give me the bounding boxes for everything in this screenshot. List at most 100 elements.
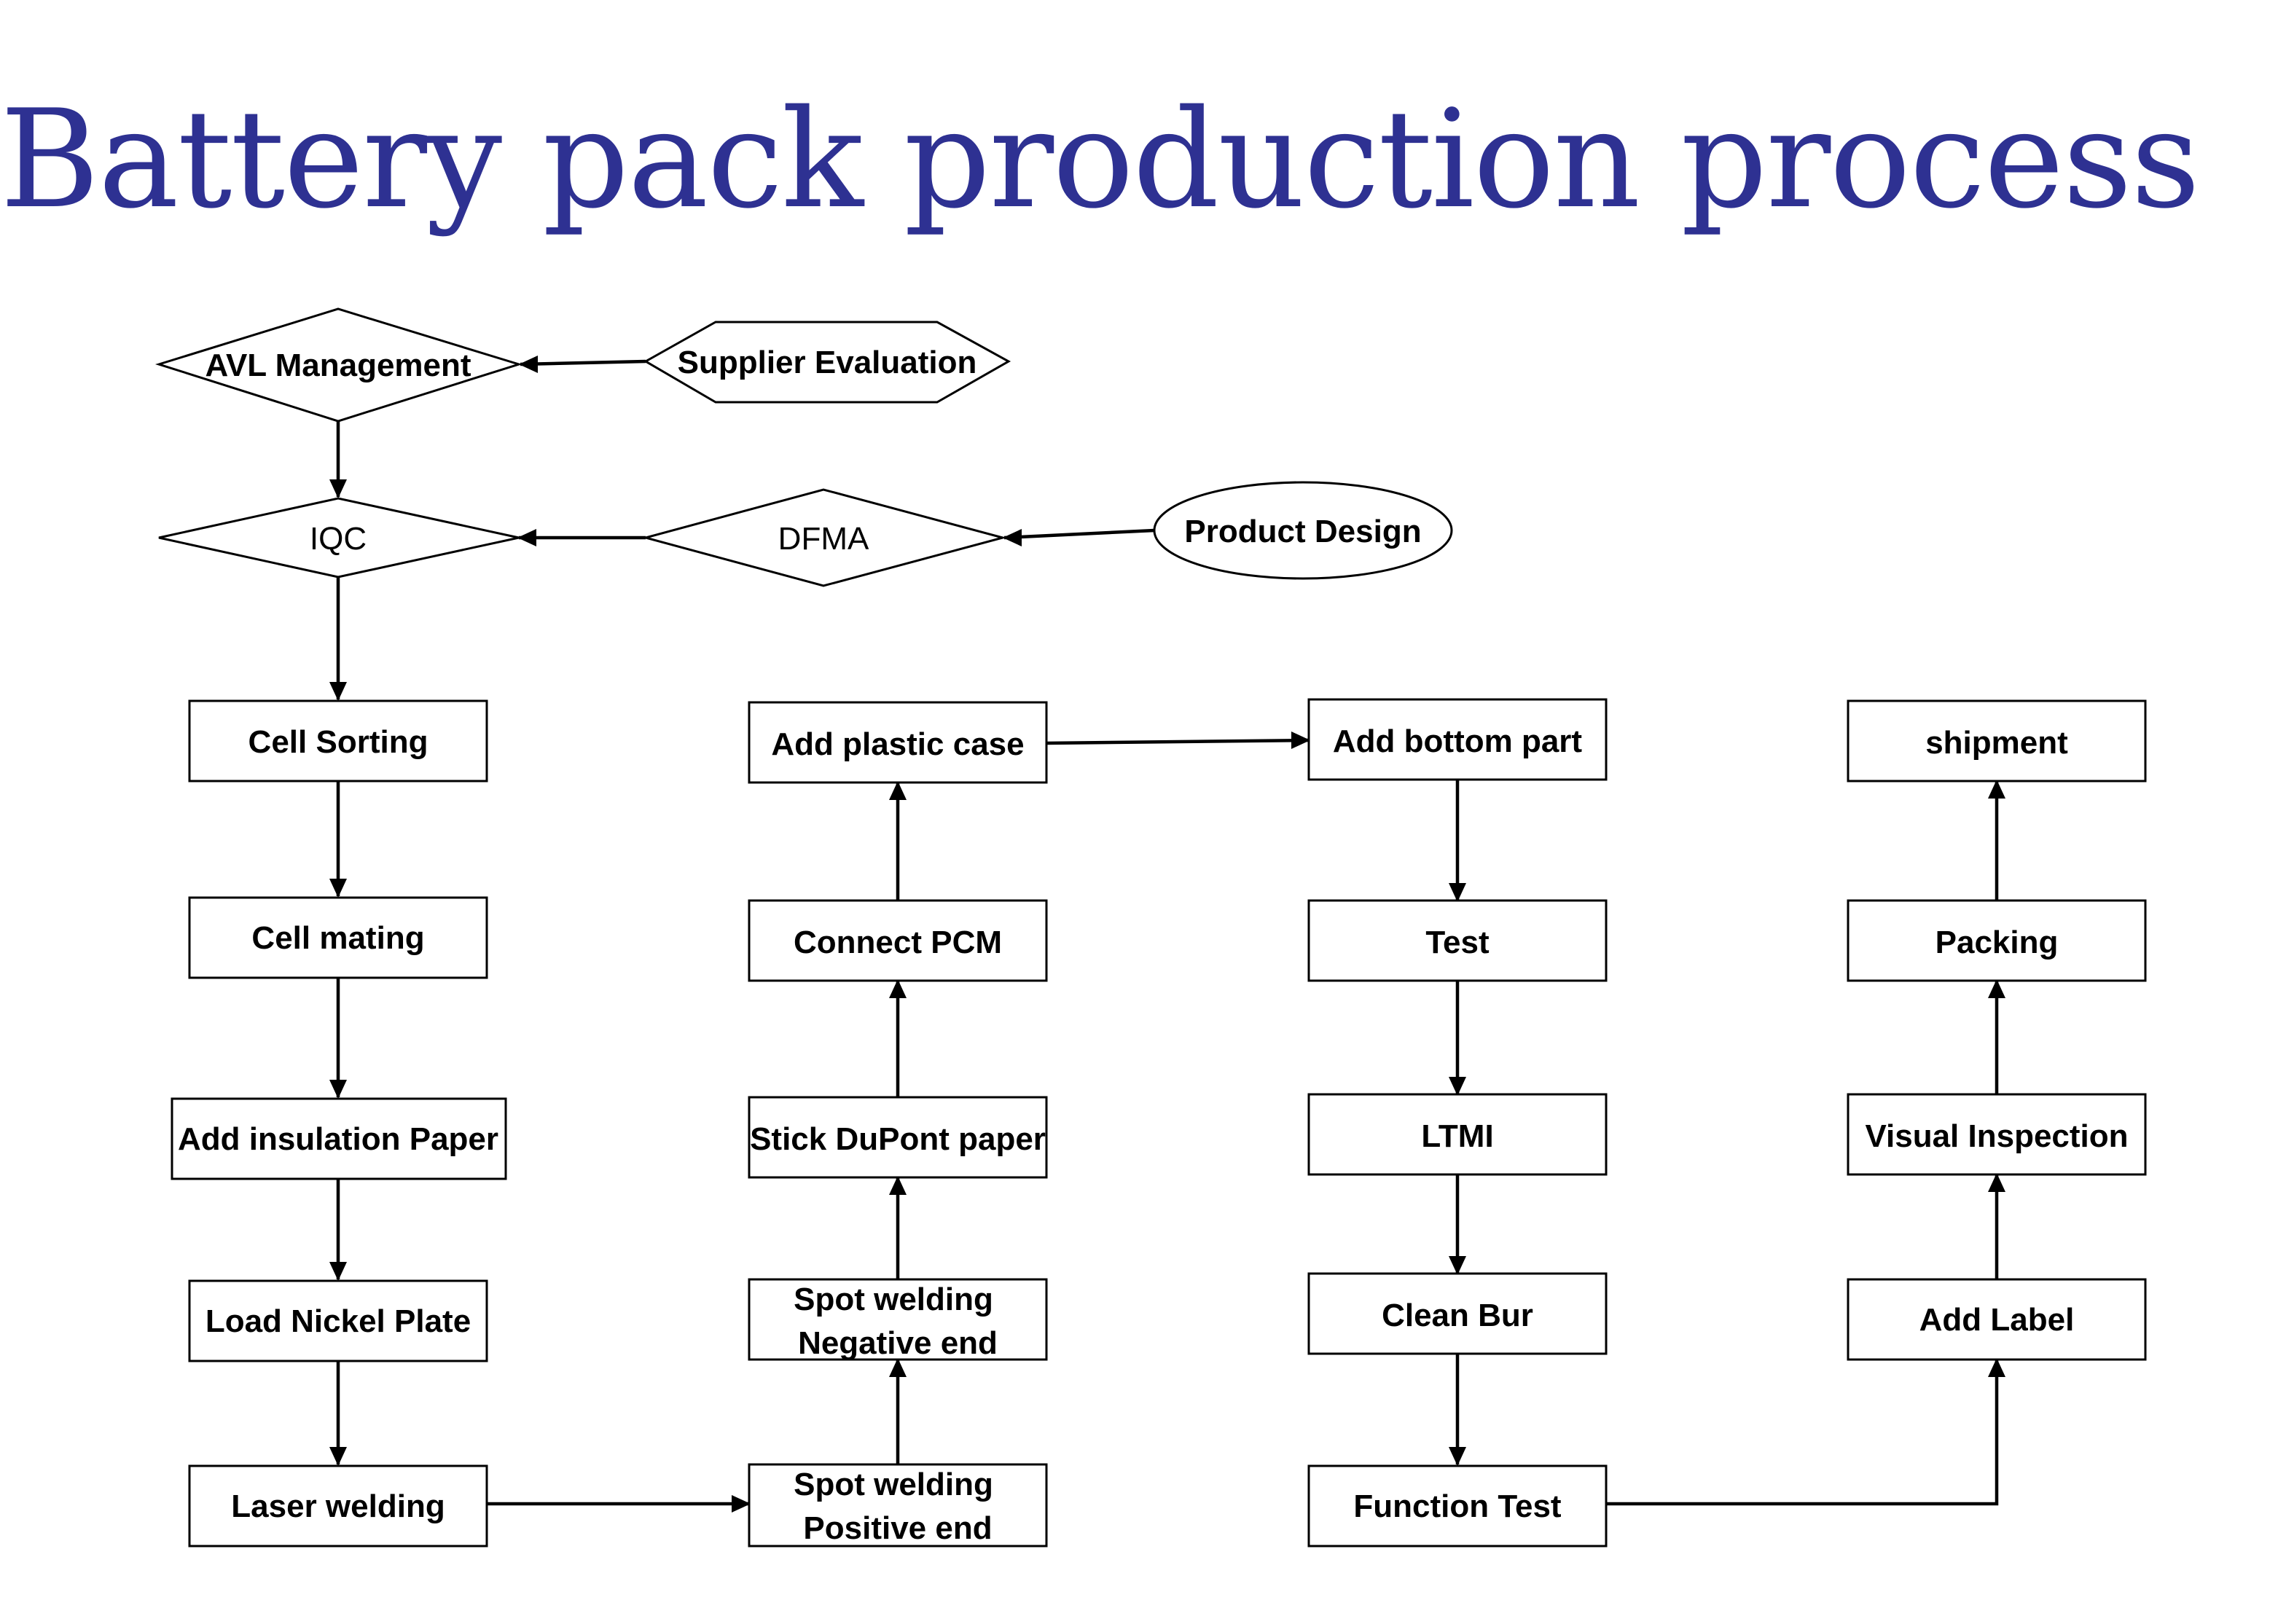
node-label-line1: Spot welding [794,1282,993,1317]
process-box [1307,698,1608,781]
arrowhead [329,1262,347,1281]
process-box [1847,899,2147,982]
process-box [748,1463,1048,1547]
node-label: shipment [1925,725,2068,761]
node-iqc: IQC [158,497,520,578]
arrowhead [329,1447,347,1466]
process-box [748,701,1048,784]
node-add-bottom-part: Add bottom part [1307,698,1608,781]
node-stick-dupont-paper: Stick DuPont paper [748,1096,1048,1179]
arrowhead [889,1176,907,1195]
node-label: DFMA [778,521,869,557]
node-dfma: DFMA [641,488,1007,587]
arrowhead [1003,529,1022,546]
edge-product-design-to-dfma [1003,528,1155,540]
arrowhead [1988,1173,2005,1192]
process-box [1307,1272,1608,1355]
arrowhead [889,979,907,998]
node-label: Cell Sorting [248,724,428,760]
process-box [188,1464,488,1547]
node-label-line2: Positive end [803,1510,992,1546]
edge-function-test-to-add-label [1606,1360,1999,1506]
arrowhead [1449,883,1466,902]
node-add-plastic-case: Add plastic case [748,701,1048,784]
arrowhead [329,682,347,701]
node-label: Supplier Evaluation [678,345,977,380]
node-cell-sorting: Cell Sorting [188,699,488,782]
node-label: Function Test [1353,1488,1562,1524]
process-box [1847,1093,2147,1176]
node-test: Test [1307,899,1608,982]
process-box [188,1279,488,1362]
node-load-nickel-plate: Load Nickel Plate [188,1279,488,1362]
arrowhead [889,1358,907,1377]
node-ltmi: LTMI [1307,1093,1608,1176]
arrowhead [1449,1077,1466,1096]
node-product-design: Product Design [1153,481,1453,580]
edge-add-plastic-to-add-bottom [1046,738,1310,745]
arrowhead [329,1080,347,1099]
arrowhead [1449,1447,1466,1466]
node-label: Connect PCM [794,925,1002,960]
node-label: Product Design [1184,514,1421,549]
node-label: Add bottom part [1333,723,1583,759]
node-label: LTMI [1421,1118,1493,1154]
process-box [1847,699,2147,782]
node-laser-welding: Laser welding [188,1464,488,1547]
process-box [1307,1093,1608,1176]
node-label: Add plastic case [771,726,1024,762]
node-label: Cell mating [251,920,424,956]
diamond-shape [641,488,1007,587]
node-label: AVL Management [205,348,471,383]
arrowhead [1291,731,1310,749]
arrowhead [329,479,347,498]
node-label: Add Label [1919,1302,2075,1338]
process-box [188,699,488,782]
arrowhead [889,781,907,800]
node-supplier-evaluation: Supplier Evaluation [643,321,1011,404]
node-shipment: shipment [1847,699,2147,782]
node-avl-management: AVL Management [154,307,523,423]
process-box [1307,899,1608,982]
process-box [748,1096,1048,1179]
node-add-label: Add Label [1847,1278,2147,1361]
node-spot-welding-negative-end: Spot welding Negative end [748,1278,1048,1361]
hexagon-shape [643,321,1011,404]
arrowhead [1449,1256,1466,1275]
arrowhead [1988,1358,2005,1377]
node-visual-inspection: Visual Inspection [1847,1093,2147,1176]
node-packing: Packing [1847,899,2147,982]
node-label: Load Nickel Plate [206,1303,471,1339]
node-label: Packing [1935,925,2059,960]
process-box [748,899,1048,982]
ellipse-shape [1153,481,1453,580]
node-connect-pcm: Connect PCM [748,899,1048,982]
node-label-line1: Spot welding [794,1467,993,1502]
node-label-line2: Negative end [798,1325,998,1361]
diamond-shape [158,497,520,578]
node-add-insulation-paper: Add insulation Paper [171,1097,507,1180]
diamond-shape [154,307,523,423]
process-box [1307,1464,1608,1547]
process-box [748,1278,1048,1361]
arrowhead [519,356,538,373]
node-label: IQC [310,521,367,557]
arrowhead [329,879,347,898]
node-label: Clean Bur [1382,1298,1533,1333]
arrowhead [517,529,536,546]
node-spot-welding-positive-end: Spot welding Positive end [748,1463,1048,1547]
node-label: Visual Inspection [1865,1118,2128,1154]
process-box [1847,1278,2147,1361]
node-function-test: Function Test [1307,1464,1608,1547]
node-label: Test [1425,925,1490,960]
arrowheads [329,356,2005,1513]
slide-title: Battery pack production process [0,80,2200,238]
process-box [188,896,488,979]
node-label: Laser welding [231,1488,445,1524]
edge-supplier-to-avl [520,359,646,366]
process-box [171,1097,507,1180]
arrowhead [1988,979,2005,998]
node-label: Add insulation Paper [178,1121,498,1157]
arrowhead [732,1495,751,1513]
